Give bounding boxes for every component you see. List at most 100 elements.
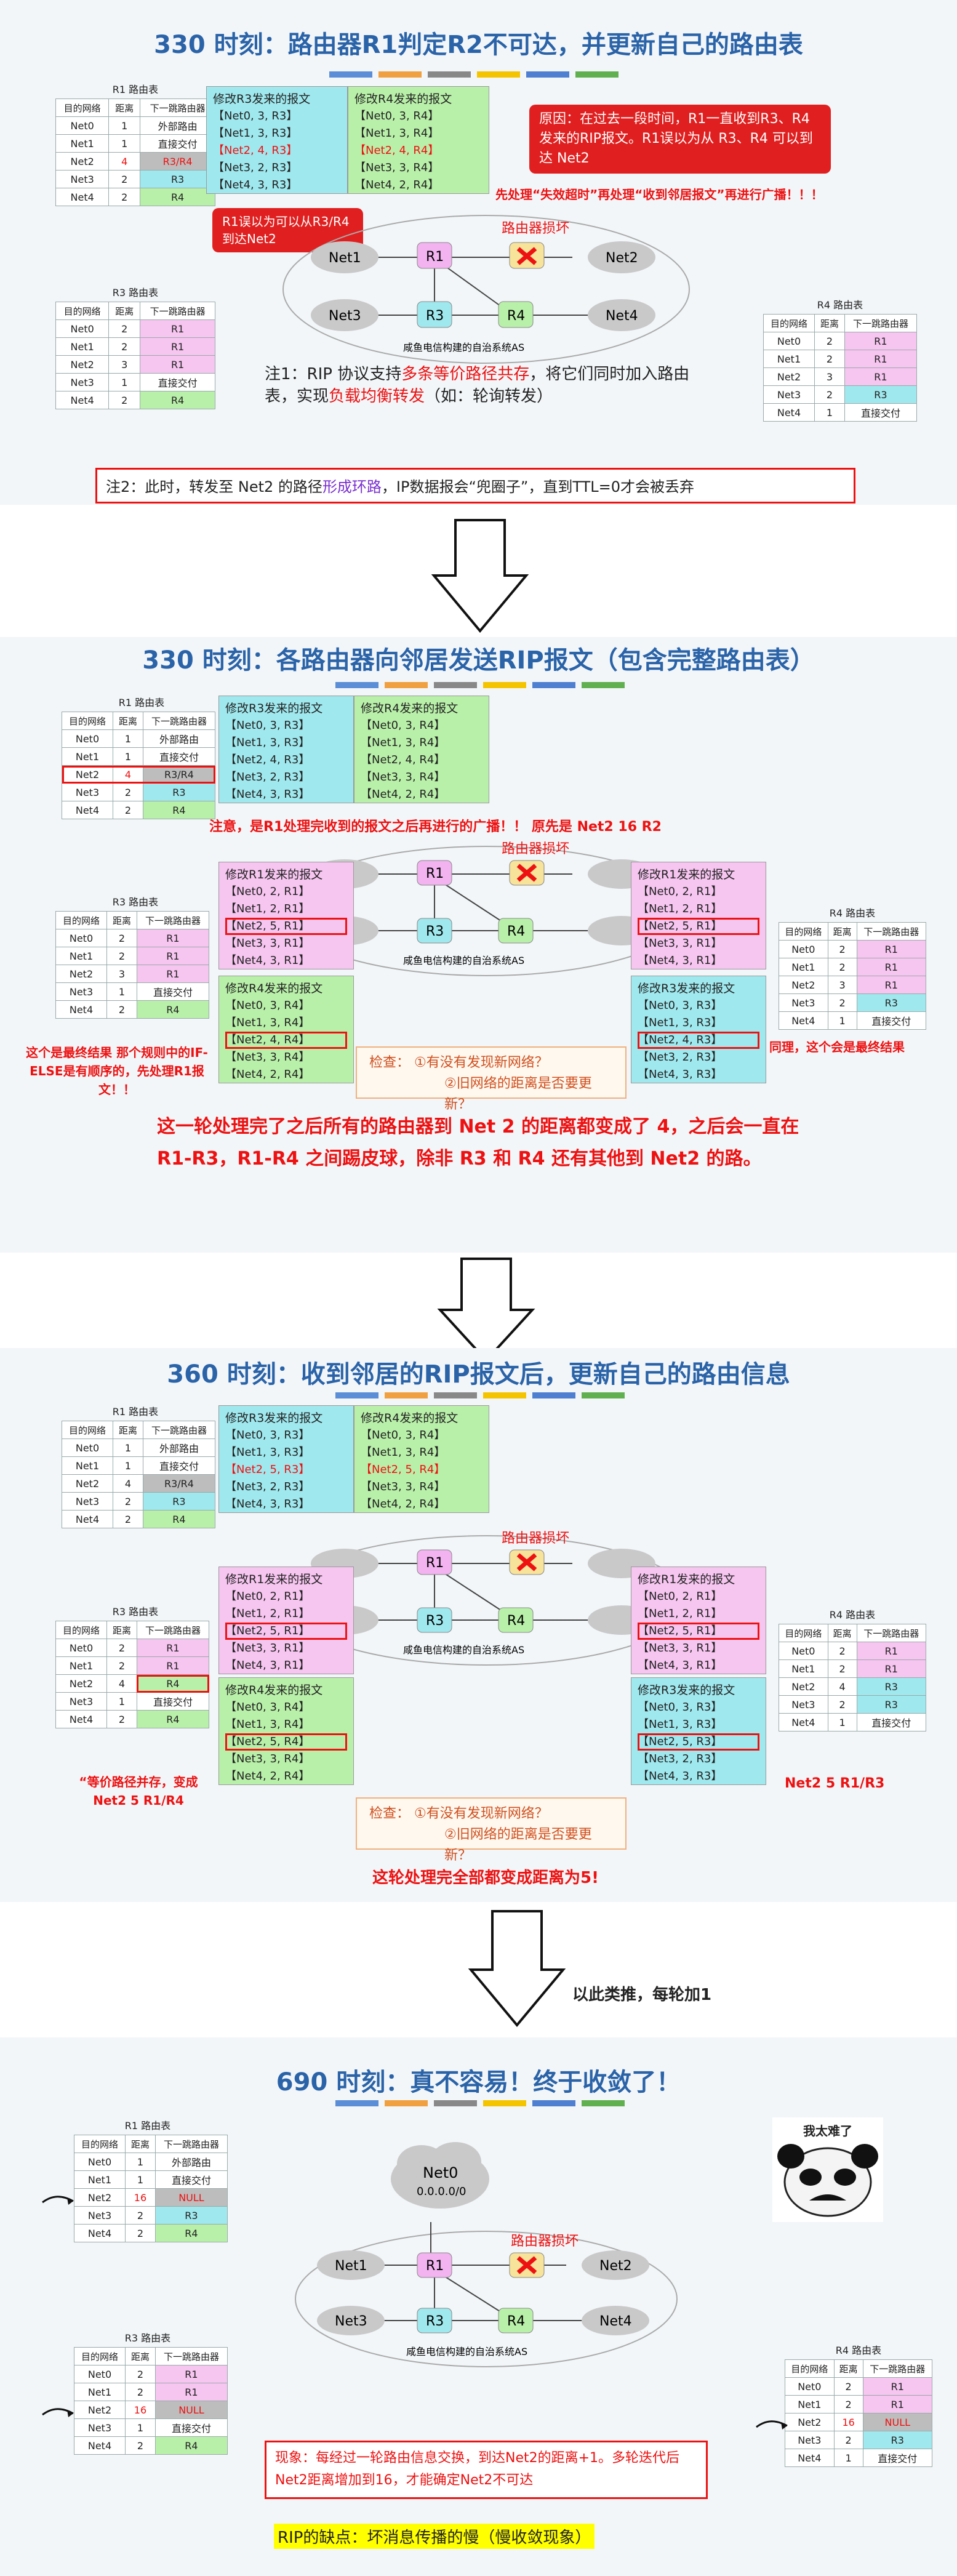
r4-table-caption: R4 路由表 — [835, 2345, 882, 2356]
svg-text:Net1: Net1 — [335, 2258, 367, 2274]
r3-message-box: 修改R3发来的报文 【Net0, 3, R3】【Net1, 3, R3】【Net… — [218, 696, 354, 803]
net0-cloud-icon: Net0 0.0.0.0/0 — [391, 2142, 489, 2209]
process-order-note: 先处理“失效超时”再处理“收到邻居报文”再进行广播！！！ — [495, 187, 823, 202]
table-header-row: 目的网络距离下一跳路由器 — [55, 1621, 210, 1639]
section-1-title: 330 时刻：路由器R1判定R2不可达，并更新自己的路由表 — [154, 31, 803, 59]
note-2: 注2：此时，转发至 Net2 的路径形成环路，IP数据报会“兜圈子”，直到TTL… — [95, 468, 855, 504]
round-conclusion: 这轮处理完全部都变成距离为5! — [372, 1869, 599, 1887]
r4-result-note: Net2 5 R1/R3 — [785, 1776, 885, 1791]
svg-text:R1: R1 — [426, 1555, 444, 1571]
svg-text:咸鱼电信构建的自治系统AS: 咸鱼电信构建的自治系统AS — [403, 342, 524, 353]
rip-drawback-note: RIP的缺点：坏消息传播的慢（慢收敛现象） — [274, 2524, 595, 2549]
attention-note: 注意，是R1处理完收到的报文之后再进行的广播！！ 原先是 Net2 16 R2 — [209, 819, 662, 835]
phenomenon-box: 现象：每经过一轮路由信息交换，到达Net2的距离+1。多轮迭代后Net2距离增加… — [265, 2441, 708, 2499]
svg-text:R3: R3 — [426, 1613, 444, 1629]
svg-text:Net0: Net0 — [423, 2164, 458, 2181]
pointer-arrow-icon — [756, 2420, 788, 2430]
svg-text:Net4: Net4 — [606, 308, 638, 324]
r1-table-caption: R1 路由表 — [112, 1406, 159, 1418]
svg-text:R1: R1 — [426, 2258, 444, 2274]
r4-message-box: 修改R4发来的报文 【Net0, 3, R4】【Net1, 3, R4】 【Ne… — [354, 1405, 489, 1513]
r1-message-box-right: 修改R1发来的报文 【Net0, 2, R1】【Net1, 2, R1】 【Ne… — [631, 1567, 766, 1674]
svg-text:Net3: Net3 — [329, 308, 361, 324]
final-result-left-note: 这个是最终结果 那个规则中的IF-ELSE是有顺序的，先处理R1报文！！ — [26, 1045, 208, 1097]
broken-x-icon — [516, 247, 537, 265]
svg-text:R4: R4 — [507, 308, 525, 324]
r1-table-caption: R1 路由表 — [124, 2120, 171, 2132]
svg-text:Net4: Net4 — [599, 2314, 632, 2329]
network-topology-3: 路由器损坏 R1 R3 R4 咸鱼电信构建的自治系统AS — [282, 1531, 690, 1666]
svg-text:路由器损坏: 路由器损坏 — [502, 1531, 569, 1546]
down-arrow-icon — [437, 1258, 535, 1362]
meme-panel: 我太难了 — [772, 2117, 883, 2222]
network-topology-4: 路由器损坏 Net1 Net2 Net3 Net4 R1 R3 R4 咸鱼电信构… — [295, 2222, 678, 2367]
svg-text:R4: R4 — [507, 924, 525, 939]
round-conclusion: 这一轮处理完了之后所有的路由器到 Net 2 的距离都变成了 4，之后会一直在 … — [157, 1116, 799, 1170]
crying-panda-icon — [777, 2144, 878, 2217]
svg-text:0.0.0.0/0: 0.0.0.0/0 — [417, 2185, 466, 2198]
table-header-row: 目的网络距离下一跳路由器 — [55, 911, 210, 929]
r1-table-caption: R1 路由表 — [112, 84, 159, 95]
table-header-row: 目的网络距离下一跳路由器 — [779, 922, 927, 941]
r4-table-caption: R4 路由表 — [829, 907, 876, 919]
r4-message-box-left: 修改R4发来的报文 【Net0, 3, R4】【Net1, 3, R4】 【Ne… — [218, 1677, 354, 1785]
r3-router — [417, 301, 452, 328]
svg-text:R1: R1 — [426, 249, 444, 265]
svg-text:Net2: Net2 — [606, 251, 638, 266]
svg-text:路由器损坏: 路由器损坏 — [502, 221, 569, 236]
check-box: 检查： ①有没有发现新网络？ ②旧网络的距离是否要更新？ — [356, 1046, 627, 1112]
svg-text:路由器损坏: 路由器损坏 — [502, 841, 569, 857]
table-header-row: 目的网络距离下一跳路由器 — [779, 1624, 927, 1642]
net3-cloud — [311, 299, 378, 331]
r1-message-box-right: 修改R1发来的报文 【Net0, 2, R1】【Net1, 2, R1】 【Ne… — [631, 862, 766, 969]
check-box: 检查： ①有没有发现新网络？ ②旧网络的距离是否要更新？ — [356, 1797, 627, 1863]
r3-message-box-right: 修改R3发来的报文 【Net0, 3, R3】【Net1, 3, R3】 【Ne… — [631, 976, 766, 1083]
note-1: 注1：RIP 协议支持多条等价路径共存，将它们同时加入路由表，实现负载均衡转发（… — [265, 365, 690, 406]
pointer-arrow-icon — [42, 2196, 74, 2205]
r1-message-box-left: 修改R1发来的报文 【Net0, 2, R1】【Net1, 2, R1】 【Ne… — [218, 862, 354, 969]
table-header-row: 目的网络距离下一跳路由器 — [74, 2135, 228, 2153]
mistake-callout: R1误以为可以从R3/R4到达Net2 — [212, 208, 363, 252]
r3-table-caption: R3 路由表 — [124, 2332, 171, 2344]
r3-message-box: 修改R3发来的报文 【Net0, 3, R3】【Net1, 3, R3】 【Ne… — [206, 86, 348, 194]
r4-table-caption: R4 路由表 — [829, 1609, 876, 1621]
section-2-title: 330 时刻：各路由器向邻居发送RIP报文（包含完整路由表） — [142, 646, 815, 675]
svg-text:R3: R3 — [426, 308, 444, 324]
